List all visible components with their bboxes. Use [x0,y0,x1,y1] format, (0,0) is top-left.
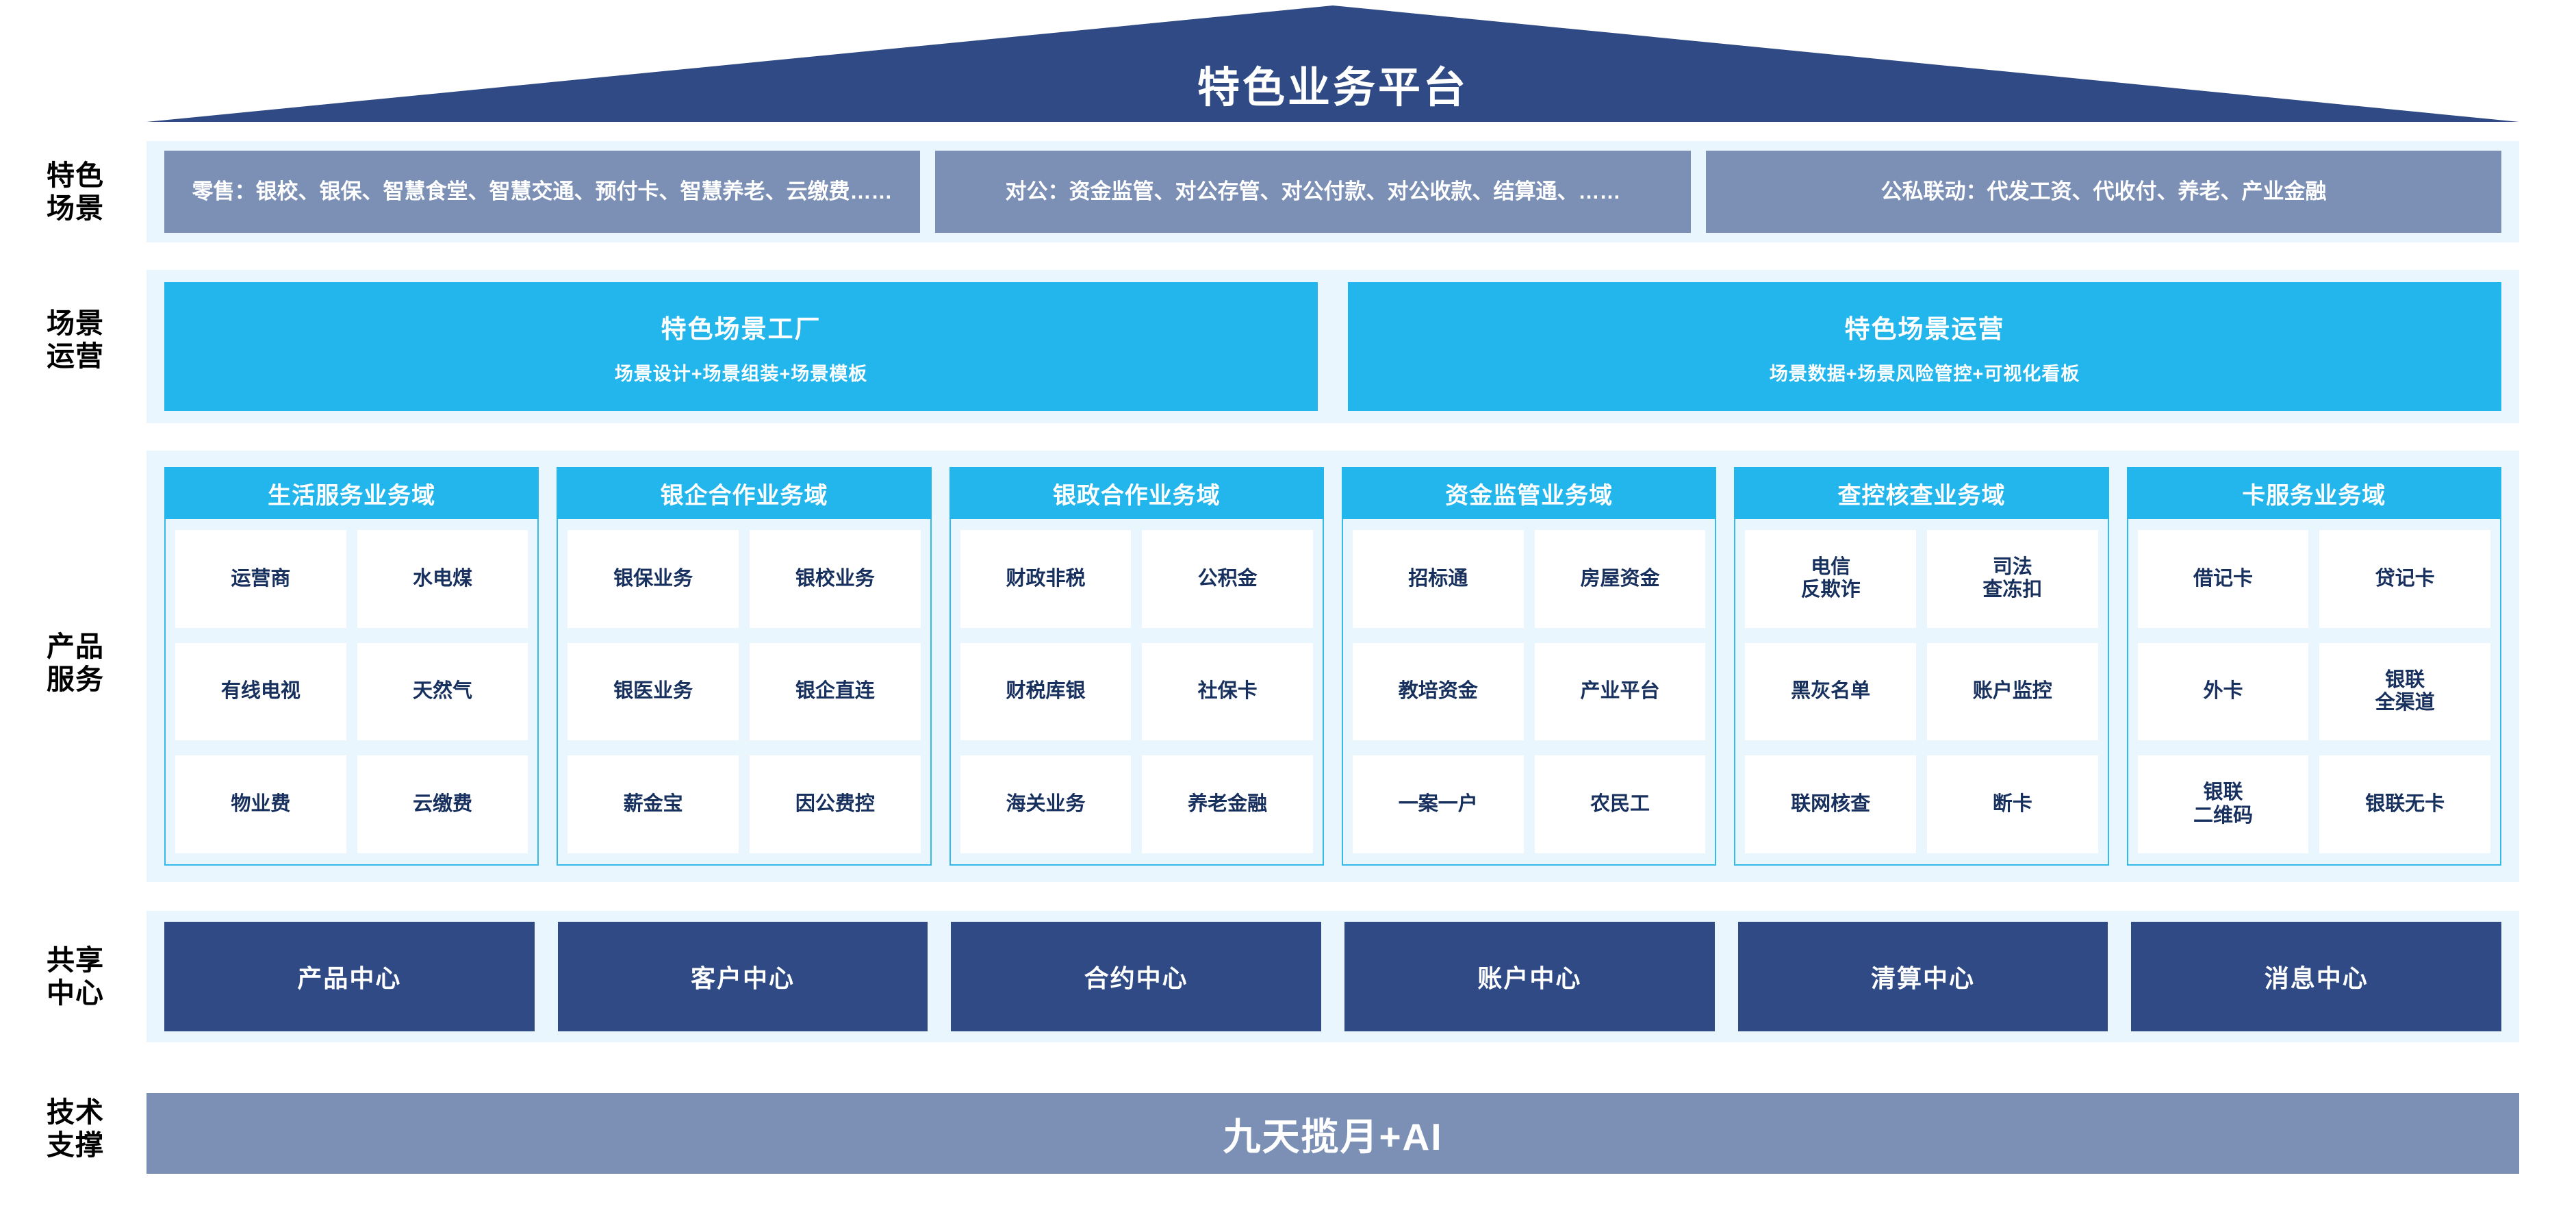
product-cell[interactable]: 教培资金 [1352,642,1524,741]
product-column-title: 银企合作业务域 [557,467,932,519]
product-cell[interactable]: 产业平台 [1534,642,1706,741]
product-cell[interactable]: 运营商 [175,530,346,628]
operation-title: 特色场景工厂 [661,314,821,343]
product-cell[interactable]: 房屋资金 [1534,530,1706,628]
product-cell[interactable]: 黑灰名单 [1745,642,1916,741]
product-cell-grid: 财政非税 公积金 财税库银 社保卡 海关业务 养老金融 [949,519,1324,866]
scenario-box-retail[interactable]: 零售：银校、银保、智慧食堂、智慧交通、预付卡、智慧养老、云缴费…… [164,151,920,233]
product-band: 生活服务业务域 运营商 水电煤 有线电视 天然气 物业费 云缴费 银企合作业务域… [146,451,2519,882]
platform-banner: 特色业务平台 [146,5,2519,122]
product-cell[interactable]: 物业费 [175,755,346,853]
row-label-product: 产品 服务 [47,631,104,696]
product-cell[interactable]: 一案一户 [1352,755,1524,853]
tech-support-title: 九天揽月+AI [1223,1116,1443,1158]
shared-center-account[interactable]: 账户中心 [1344,922,1715,1031]
product-cell[interactable]: 银校业务 [749,530,921,628]
product-cell-grid: 借记卡 贷记卡 外卡 银联 全渠道 银联 二维码 银联无卡 [2126,519,2501,866]
product-cell-grid: 银保业务 银校业务 银医业务 银企直连 薪金宝 因公费控 [557,519,932,866]
page-title: 特色业务平台 [1197,64,1468,112]
shared-center-product[interactable]: 产品中心 [164,922,535,1031]
product-cell[interactable]: 银联无卡 [2319,755,2490,853]
product-column-fund-supervision: 资金监管业务域 招标通 房屋资金 教培资金 产业平台 一案一户 农民工 [1341,467,1717,866]
product-cell[interactable]: 断卡 [1926,755,2098,853]
product-cell[interactable]: 账户监控 [1926,642,2098,741]
product-cell[interactable]: 社保卡 [1142,642,1313,741]
product-cell[interactable]: 天然气 [357,642,528,741]
row-label-tech: 技术 支撑 [47,1096,104,1161]
product-column-investigation: 查控核查业务域 电信 反欺诈 司法 查冻扣 黑灰名单 账户监控 联网核查 断卡 [1734,467,2109,866]
product-cell-grid: 招标通 房屋资金 教培资金 产业平台 一案一户 农民工 [1341,519,1717,866]
operation-box-scene-factory[interactable]: 特色场景工厂 场景设计+场景组装+场景模板 [164,282,1318,411]
scenario-box-corporate[interactable]: 对公：资金监管、对公存管、对公付款、对公收款、结算通、…… [935,151,1691,233]
product-cell[interactable]: 银医业务 [568,642,739,741]
operation-subtitle: 场景数据+场景风险管控+可视化看板 [1769,363,2080,384]
operation-subtitle: 场景设计+场景组装+场景模板 [614,363,868,384]
scenario-box-list: 零售：银校、银保、智慧食堂、智慧交通、预付卡、智慧养老、云缴费…… 对公：资金监… [164,151,2501,233]
product-cell[interactable]: 联网核查 [1745,755,1916,853]
product-cell[interactable]: 云缴费 [357,755,528,853]
shared-center-customer[interactable]: 客户中心 [557,922,928,1031]
product-cell[interactable]: 养老金融 [1142,755,1313,853]
product-cell[interactable]: 财税库银 [960,642,1132,741]
shared-center-clearing[interactable]: 清算中心 [1737,922,2108,1031]
product-column-list: 生活服务业务域 运营商 水电煤 有线电视 天然气 物业费 云缴费 银企合作业务域… [164,467,2501,866]
operation-box-list: 特色场景工厂 场景设计+场景组装+场景模板 特色场景运营 场景数据+场景风险管控… [164,282,2501,411]
product-cell[interactable]: 海关业务 [960,755,1132,853]
product-cell[interactable]: 有线电视 [175,642,346,741]
shared-center-list: 产品中心 客户中心 合约中心 账户中心 清算中心 消息中心 [164,922,2502,1031]
product-column-card-service: 卡服务业务域 借记卡 贷记卡 外卡 银联 全渠道 银联 二维码 银联无卡 [2126,467,2501,866]
product-cell[interactable]: 财政非税 [960,530,1132,628]
product-cell[interactable]: 薪金宝 [568,755,739,853]
product-column-life-service: 生活服务业务域 运营商 水电煤 有线电视 天然气 物业费 云缴费 [164,467,539,866]
product-cell[interactable]: 司法 查冻扣 [1926,530,2098,628]
product-column-title: 资金监管业务域 [1341,467,1717,519]
scenario-band: 零售：银校、银保、智慧食堂、智慧交通、预付卡、智慧养老、云缴费…… 对公：资金监… [146,141,2519,242]
shared-center-message[interactable]: 消息中心 [2131,922,2502,1031]
product-cell[interactable]: 借记卡 [2137,530,2309,628]
product-cell[interactable]: 电信 反欺诈 [1745,530,1916,628]
product-cell[interactable]: 农民工 [1534,755,1706,853]
tech-support-band: 九天揽月+AI [146,1093,2519,1174]
product-cell[interactable]: 招标通 [1352,530,1524,628]
shared-center-band: 产品中心 客户中心 合约中心 账户中心 清算中心 消息中心 [146,911,2519,1042]
scenario-box-linkage[interactable]: 公私联动：代发工资、代收付、养老、产业金融 [1706,151,2501,233]
product-cell[interactable]: 银联 全渠道 [2319,642,2490,741]
product-column-bank-enterprise: 银企合作业务域 银保业务 银校业务 银医业务 银企直连 薪金宝 因公费控 [557,467,932,866]
operation-title: 特色场景运营 [1844,314,2005,343]
product-cell[interactable]: 贷记卡 [2319,530,2490,628]
product-column-bank-government: 银政合作业务域 财政非税 公积金 财税库银 社保卡 海关业务 养老金融 [949,467,1324,866]
product-cell[interactable]: 银保业务 [568,530,739,628]
shared-center-contract[interactable]: 合约中心 [951,922,1322,1031]
product-cell[interactable]: 外卡 [2137,642,2309,741]
product-cell[interactable]: 因公费控 [749,755,921,853]
product-column-title: 生活服务业务域 [164,467,539,519]
product-cell[interactable]: 银联 二维码 [2137,755,2309,853]
product-cell-grid: 电信 反欺诈 司法 查冻扣 黑灰名单 账户监控 联网核查 断卡 [1734,519,2109,866]
product-cell[interactable]: 水电煤 [357,530,528,628]
product-cell[interactable]: 银企直连 [749,642,921,741]
operation-box-scene-operation[interactable]: 特色场景运营 场景数据+场景风险管控+可视化看板 [1348,282,2501,411]
row-label-shared: 共享 中心 [47,944,104,1009]
row-label-operation: 场景 运营 [47,307,104,373]
operation-band: 特色场景工厂 场景设计+场景组装+场景模板 特色场景运营 场景数据+场景风险管控… [146,270,2519,423]
product-column-title: 卡服务业务域 [2126,467,2501,519]
product-column-title: 银政合作业务域 [949,467,1324,519]
product-cell[interactable]: 公积金 [1142,530,1313,628]
row-label-scenario: 特色 场景 [47,160,104,225]
product-column-title: 查控核查业务域 [1734,467,2109,519]
product-cell-grid: 运营商 水电煤 有线电视 天然气 物业费 云缴费 [164,519,539,866]
